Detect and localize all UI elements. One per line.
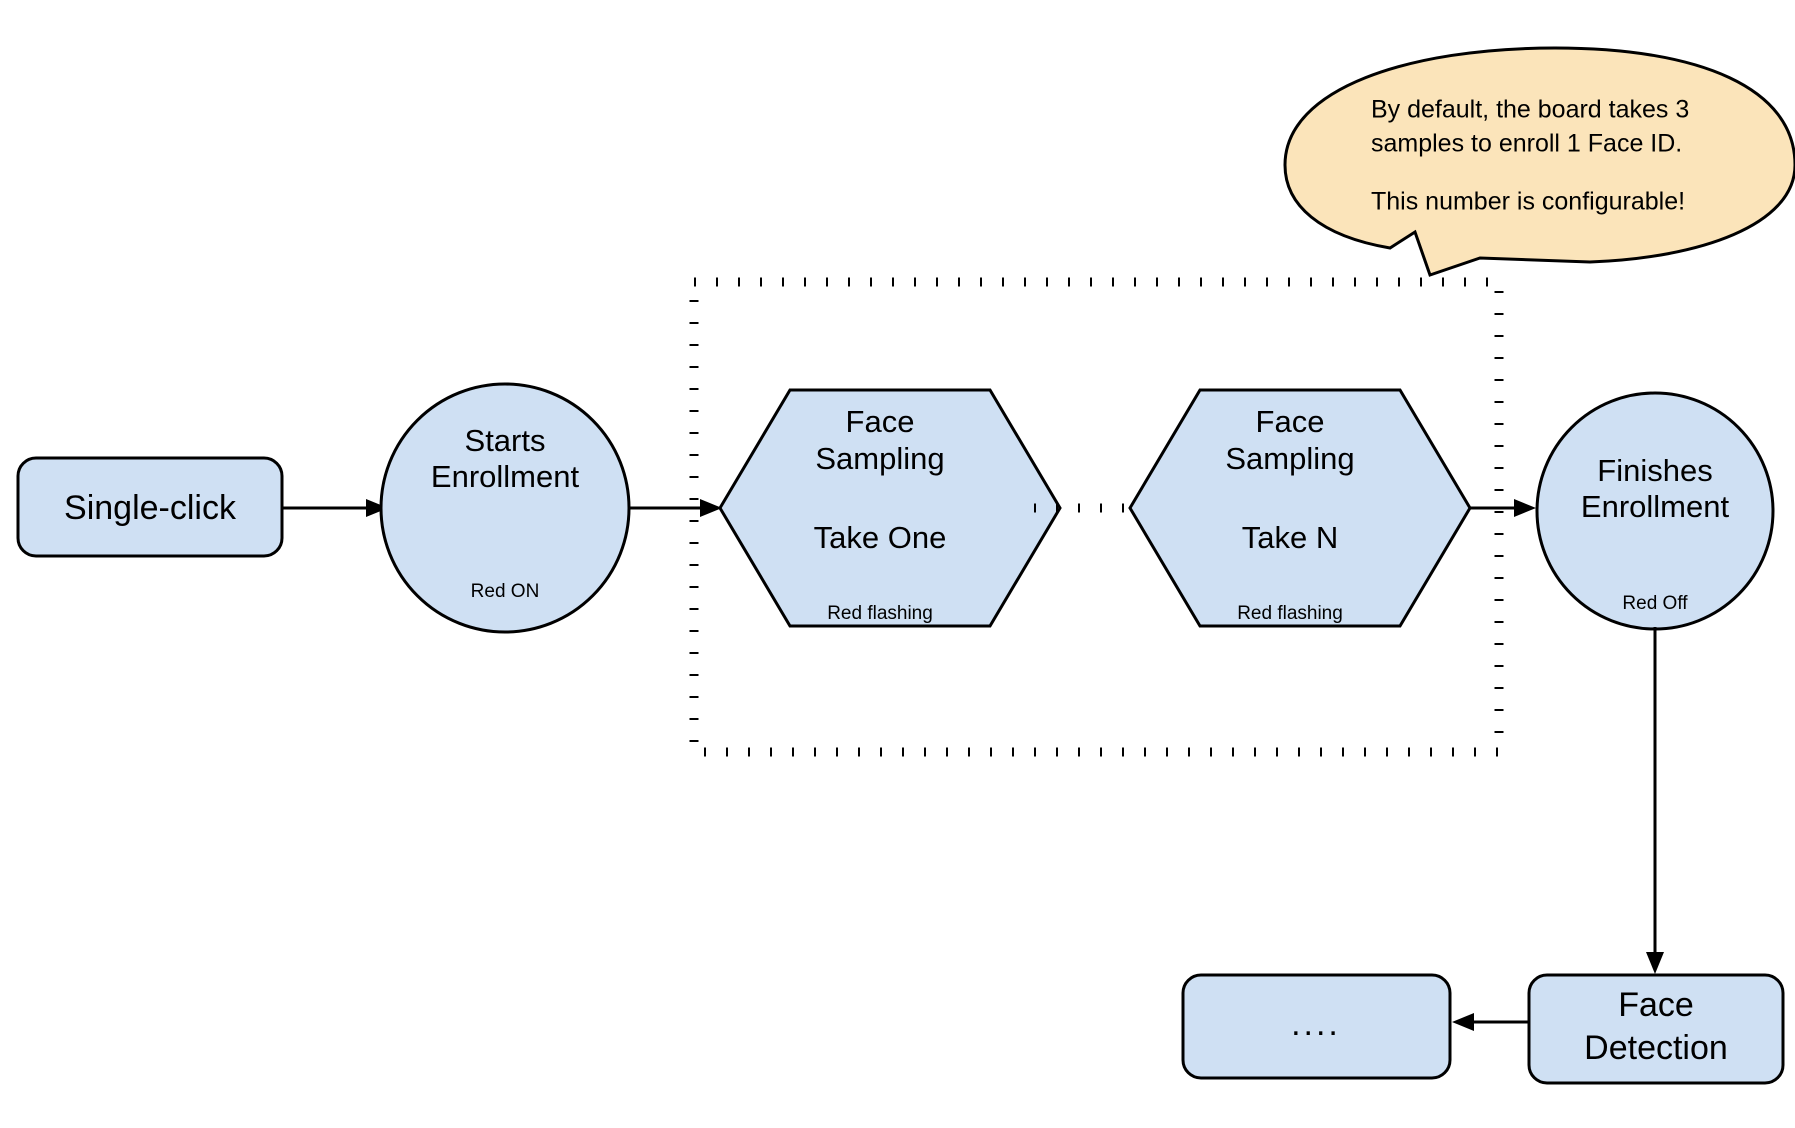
finishes-enrollment-status: Red Off [1622,593,1688,614]
finishes-enrollment-line2: Enrollment [1581,489,1730,524]
node-face-sampling-one[interactable]: Face Sampling Take One Red flashing [718,388,1062,628]
face-sampling-n-take: Take N [1242,520,1338,555]
face-sampling-one-line1: Face [846,404,915,439]
face-sampling-one-status: Red flashing [827,603,933,624]
single-click-label: Single-click [64,489,237,527]
node-face-sampling-n[interactable]: Face Sampling Take N Red flashing [1128,388,1472,628]
node-starts-enrollment[interactable]: Starts Enrollment Red ON [379,382,631,634]
callout-bubble-shape [1283,46,1795,277]
face-sampling-one-line2: Sampling [815,441,944,476]
face-sampling-n-line2: Sampling [1225,441,1354,476]
edge-face-detection-to-more [1452,1013,1529,1031]
callout-line-2: samples to enroll 1 Face ID. [1371,130,1682,158]
starts-enrollment-line1: Starts [465,423,546,458]
starts-enrollment-line2: Enrollment [431,459,580,494]
single-click-shape[interactable] [16,456,284,558]
edge-singleclick-to-starts [283,499,388,517]
starts-enrollment-status: Red ON [471,581,540,602]
face-detection-line2: Detection [1584,1029,1728,1067]
node-finishes-enrollment[interactable]: Finishes Enrollment Red Off [1535,391,1775,631]
face-sampling-one-shape[interactable] [718,388,1062,628]
callout-line-3: This number is configurable! [1371,188,1685,216]
more-steps-shape[interactable] [1181,973,1452,1080]
node-face-detection[interactable]: Face Detection [1527,973,1785,1085]
callout-note: By default, the board takes 3 samples to… [1283,46,1795,277]
node-more-steps[interactable]: .... [1181,973,1452,1080]
face-detection-line1: Face [1618,986,1694,1024]
more-steps-label: .... [1291,1005,1341,1043]
edge-sampling-n-to-finishes [1470,499,1536,517]
face-sampling-n-line1: Face [1256,404,1325,439]
finishes-enrollment-line1: Finishes [1597,453,1712,488]
node-single-click[interactable]: Single-click [16,456,284,558]
edge-finishes-to-face-detection [1646,627,1664,974]
face-detection-shape[interactable] [1527,973,1785,1085]
face-sampling-n-status: Red flashing [1237,603,1343,624]
callout-line-1: By default, the board takes 3 [1371,96,1689,124]
face-sampling-one-take: Take One [814,520,947,555]
starts-enrollment-shape[interactable] [379,382,631,634]
edge-starts-to-sampling-one [630,499,722,517]
